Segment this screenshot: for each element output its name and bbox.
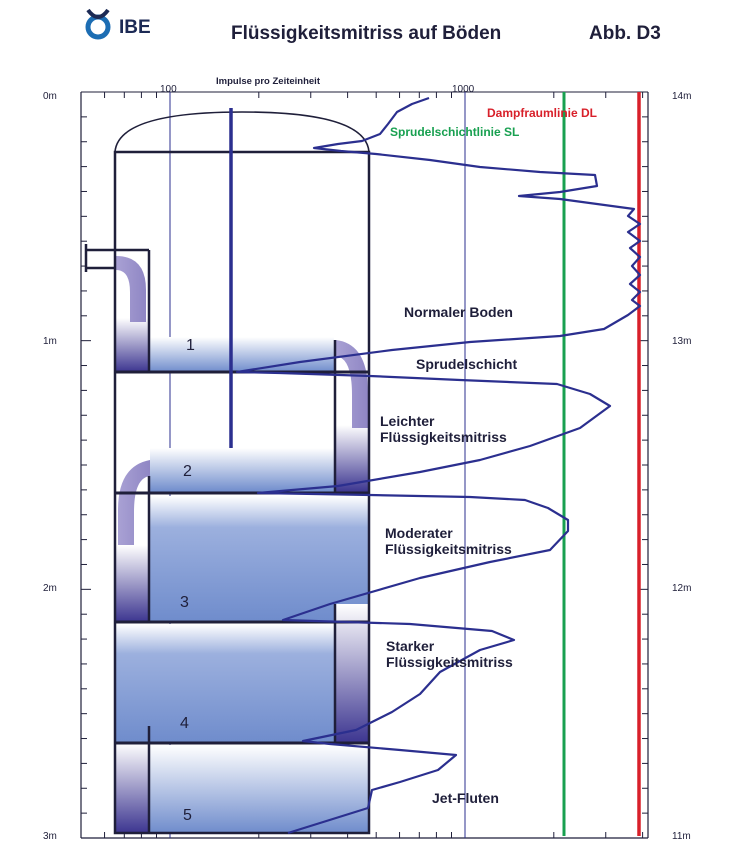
- left-tick-0m: 0m: [43, 91, 57, 102]
- left-tick-2m: 2m: [43, 583, 57, 594]
- label-strong-line2: Flüssigkeitsmitriss: [386, 654, 513, 670]
- right-tick-13m: 13m: [672, 336, 691, 347]
- downcomer-4-liquid: [336, 604, 369, 743]
- downcomer-3-liquid: [116, 545, 149, 622]
- tray-3-liquid: [150, 496, 369, 622]
- label-moderate-line2: Flüssigkeitsmitriss: [385, 541, 512, 557]
- ibe-logo: IBE: [85, 8, 151, 40]
- label-light-line1: Leichter: [380, 413, 435, 429]
- label-jet-flooding: Jet-Fluten: [432, 790, 499, 806]
- tray-1-liquid: [148, 337, 334, 372]
- downcomer-1-liquid: [116, 318, 149, 372]
- column: [84, 108, 371, 835]
- label-froth-layer: Sprudelschicht: [416, 356, 517, 372]
- left-tick-1m: 1m: [43, 336, 57, 347]
- label-normal-tray: Normaler Boden: [404, 304, 513, 320]
- left-axis-ticks: [81, 91, 91, 839]
- tray-number-5: 5: [183, 807, 192, 824]
- scan-curve: [235, 96, 642, 835]
- right-tick-11m: 11m: [672, 831, 691, 842]
- page-title: Flüssigkeitsmitriss auf Böden: [231, 23, 501, 44]
- dl-label: Dampfraumlinie DL: [487, 106, 597, 120]
- tray-number-2: 2: [183, 463, 192, 480]
- logo-ring-icon: [85, 14, 111, 40]
- tray-4-liquid: [116, 624, 334, 743]
- feed-nozzle: [84, 244, 149, 272]
- right-axis-ticks: [638, 91, 648, 839]
- top-axis-ticks: [104, 92, 644, 98]
- label-moderate-line1: Moderater: [385, 525, 453, 541]
- label-light-line2: Flüssigkeitsmitriss: [380, 429, 507, 445]
- column-dome: [114, 111, 370, 153]
- inlet-pipe-flow: [116, 256, 146, 322]
- logo-text: IBE: [119, 17, 151, 38]
- tray-number-1: 1: [186, 337, 195, 354]
- tray-number-4: 4: [180, 715, 189, 732]
- overflow-pipe-1: [336, 340, 368, 428]
- tray-2-liquid: [150, 448, 335, 492]
- top-tick-100: 100: [160, 84, 177, 95]
- left-tick-3m: 3m: [43, 831, 57, 842]
- right-tick-14m: 14m: [672, 91, 691, 102]
- tray-number-3: 3: [180, 594, 189, 611]
- figure-id: Abb. D3: [589, 23, 661, 44]
- top-axis-label: Impulse pro Zeiteinheit: [216, 76, 321, 87]
- downcomer-5-liquid: [116, 743, 149, 833]
- label-strong-line1: Starker: [386, 638, 435, 654]
- logo-horns-icon: [86, 8, 110, 19]
- overflow-pipe-2: [118, 460, 150, 545]
- right-tick-12m: 12m: [672, 583, 691, 594]
- top-tick-1000: 1000: [452, 84, 475, 95]
- sl-label: Sprudelschichtlinie SL: [390, 125, 519, 139]
